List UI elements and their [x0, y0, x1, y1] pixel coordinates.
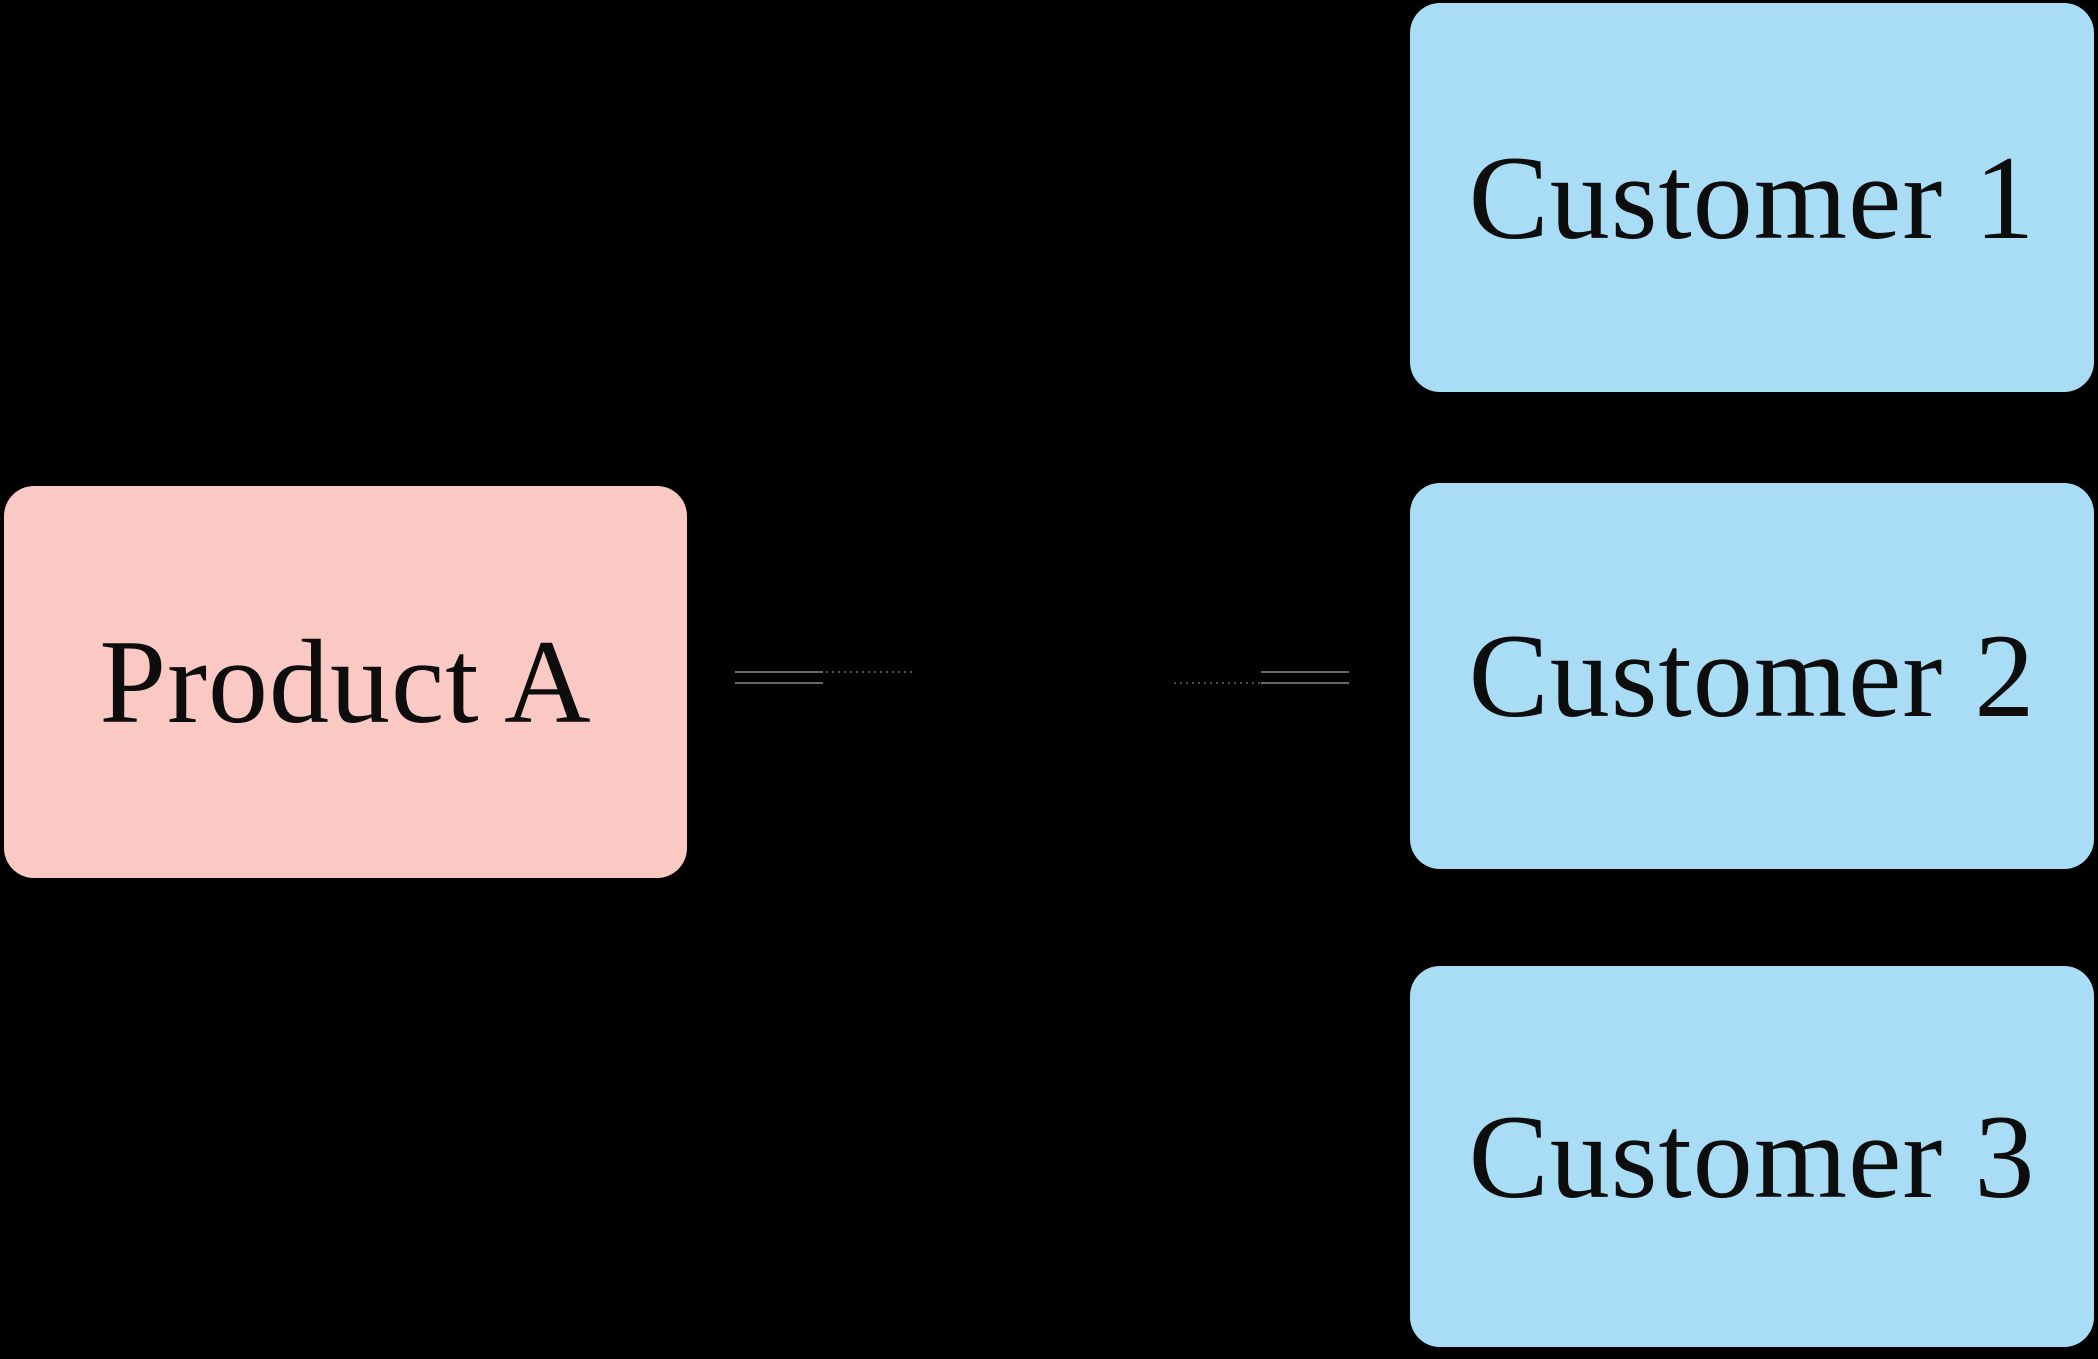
node-customer-3: Customer 3	[1410, 966, 2094, 1347]
node-customer-2-label: Customer 2	[1468, 609, 2036, 742]
node-customer-1-label: Customer 1	[1468, 130, 2036, 264]
edge-fragment-left-upper-solid	[735, 671, 823, 673]
node-product-a-label: Product A	[99, 615, 592, 748]
edge-fragment-left-lower-solid	[735, 682, 823, 684]
node-product-a: Product A	[4, 486, 687, 878]
edge-fragment-right-upper-solid	[1261, 671, 1349, 673]
edge-fragment-right-lower-dotted	[1174, 682, 1260, 684]
edge-fragment-left-upper-dotted	[826, 671, 912, 673]
node-customer-3-label: Customer 3	[1468, 1089, 2036, 1223]
node-customer-2: Customer 2	[1410, 483, 2094, 869]
node-customer-1: Customer 1	[1410, 3, 2094, 392]
edge-fragment-right-lower-solid	[1261, 682, 1349, 684]
